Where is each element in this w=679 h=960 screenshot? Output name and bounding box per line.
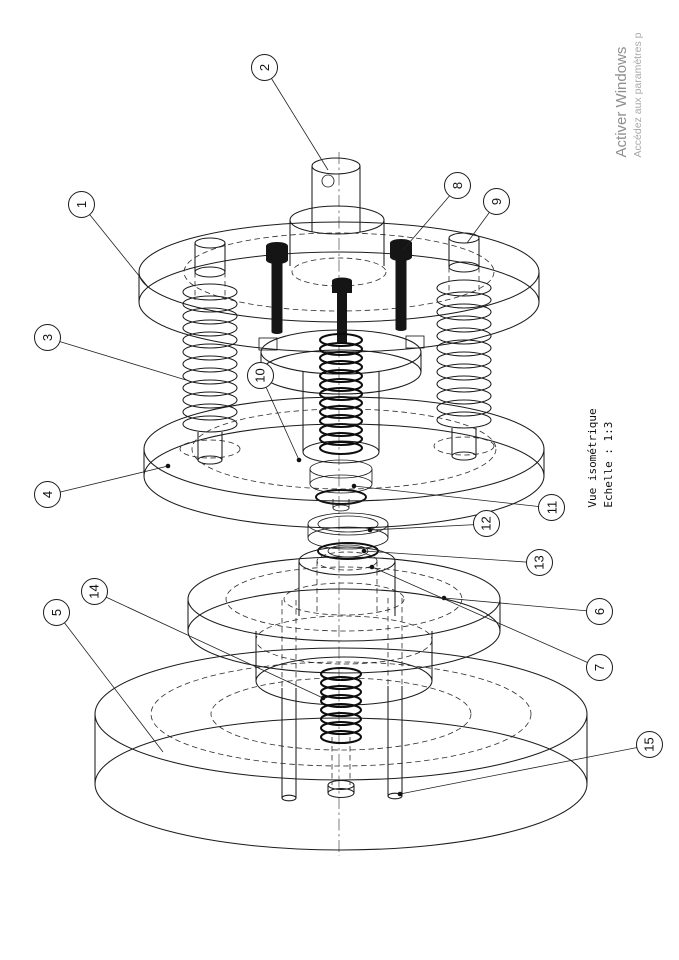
balloon-14-label: 14 xyxy=(87,584,102,599)
balloon-2-label: 2 xyxy=(256,63,272,72)
balloon-3: 3 xyxy=(34,324,61,351)
balloon-2: 2 xyxy=(251,54,278,81)
die-plate xyxy=(187,556,501,674)
balloon-7: 7 xyxy=(586,654,613,681)
balloon-10-label: 10 xyxy=(253,368,268,383)
balloon-8-label: 8 xyxy=(449,181,465,190)
view-scale: Echelle : 1:3 xyxy=(602,421,615,508)
riser-block xyxy=(255,615,433,706)
watermark-line1: Activer Windows xyxy=(612,46,630,158)
balloon-13: 13 xyxy=(526,549,553,576)
view-title: Vue isométrique xyxy=(586,408,600,508)
balloon-12-label: 12 xyxy=(479,516,494,531)
balloon-8: 8 xyxy=(444,172,471,199)
watermark-line2: Accédez aux paramètres p xyxy=(631,32,644,158)
balloon-12: 12 xyxy=(473,510,500,537)
spacer-rings xyxy=(307,512,389,560)
balloon-9-label: 9 xyxy=(488,197,504,206)
balloon-7-label: 7 xyxy=(591,663,607,672)
balloon-6: 6 xyxy=(586,598,613,625)
balloon-14: 14 xyxy=(81,578,108,605)
leader-lines xyxy=(47,67,651,797)
balloon-3-label: 3 xyxy=(39,333,55,342)
balloon-15: 15 xyxy=(636,731,663,758)
balloon-1: 1 xyxy=(68,191,95,218)
base-plate xyxy=(94,647,588,851)
balloon-1-label: 1 xyxy=(73,200,89,209)
balloon-15-label: 15 xyxy=(642,737,657,752)
balloon-13-label: 13 xyxy=(532,555,547,570)
balloon-10: 10 xyxy=(247,362,274,389)
punch-tip xyxy=(309,459,373,512)
balloon-11-label: 11 xyxy=(544,500,559,515)
balloon-5: 5 xyxy=(43,599,70,626)
balloon-9: 9 xyxy=(483,188,510,215)
shank-part xyxy=(289,157,385,266)
side-springs xyxy=(182,279,492,465)
balloon-6-label: 6 xyxy=(591,607,607,616)
balloon-4-label: 4 xyxy=(39,490,55,499)
dowel-pins xyxy=(281,598,403,802)
balloon-5-label: 5 xyxy=(48,608,64,617)
lower-spring-bolt xyxy=(319,666,363,799)
balloon-11: 11 xyxy=(538,494,565,521)
cap-screws xyxy=(266,239,412,343)
balloon-4: 4 xyxy=(34,481,61,508)
